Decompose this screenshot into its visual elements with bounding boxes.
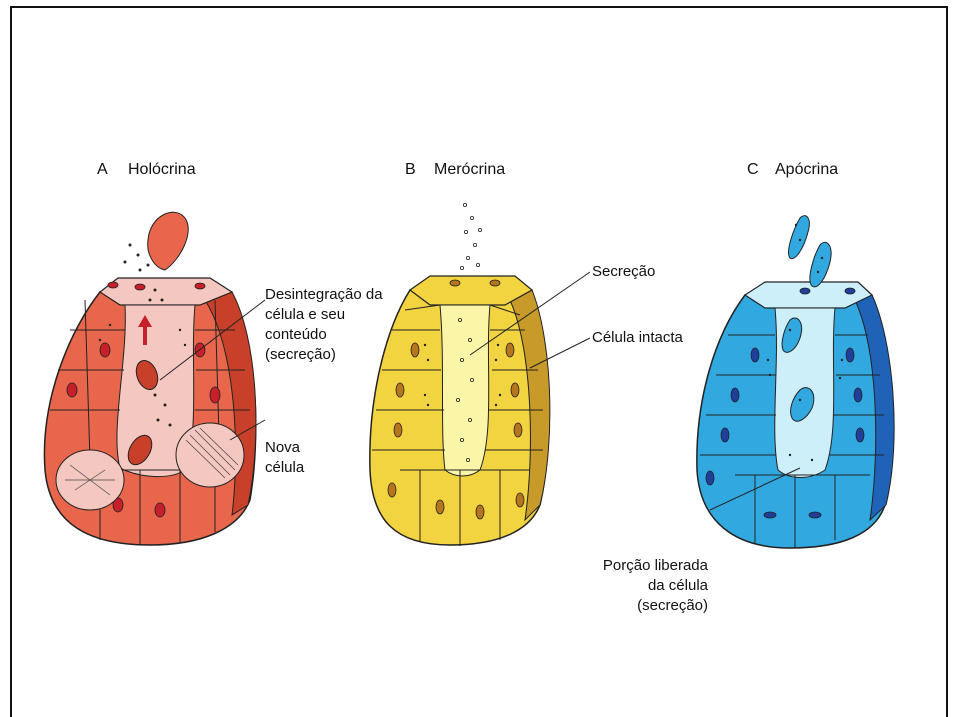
apocrine-gland [697, 216, 894, 548]
merocrine-label-secretion: Secreção [592, 262, 655, 282]
merocrine-label-intact-cell: Célula intacta [592, 328, 683, 348]
holocrine-gland [44, 212, 265, 545]
merocrine-gland [370, 203, 590, 546]
